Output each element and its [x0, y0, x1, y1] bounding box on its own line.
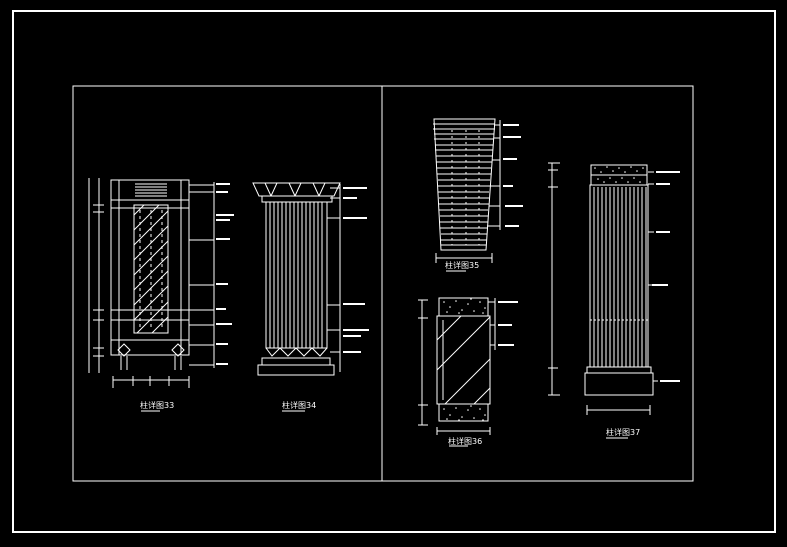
detail-35-caption: 柱详图35: [445, 261, 480, 270]
detail-33-callout-marks: [216, 183, 234, 365]
column-detail-35: [433, 118, 501, 272]
detail-35-callout-marks: [503, 124, 523, 227]
detail-37-stone-texture: [594, 166, 680, 382]
detail-36-caption: 柱详图36: [448, 437, 483, 446]
outer-border: [12, 10, 776, 533]
detail-34-callout-marks: [343, 187, 369, 353]
detail-33-caption: 柱详图33: [140, 401, 175, 410]
column-detail-36: [418, 297, 496, 447]
column-detail-34: [252, 182, 341, 412]
column-detail-37: [548, 162, 658, 439]
sheet-frame: [72, 85, 694, 482]
detail-36-stone-texture: [443, 298, 518, 421]
detail-34-caption: 柱详图34: [282, 401, 317, 410]
detail-37-caption: 柱详图37: [606, 428, 641, 437]
column-detail-33: [88, 178, 215, 412]
